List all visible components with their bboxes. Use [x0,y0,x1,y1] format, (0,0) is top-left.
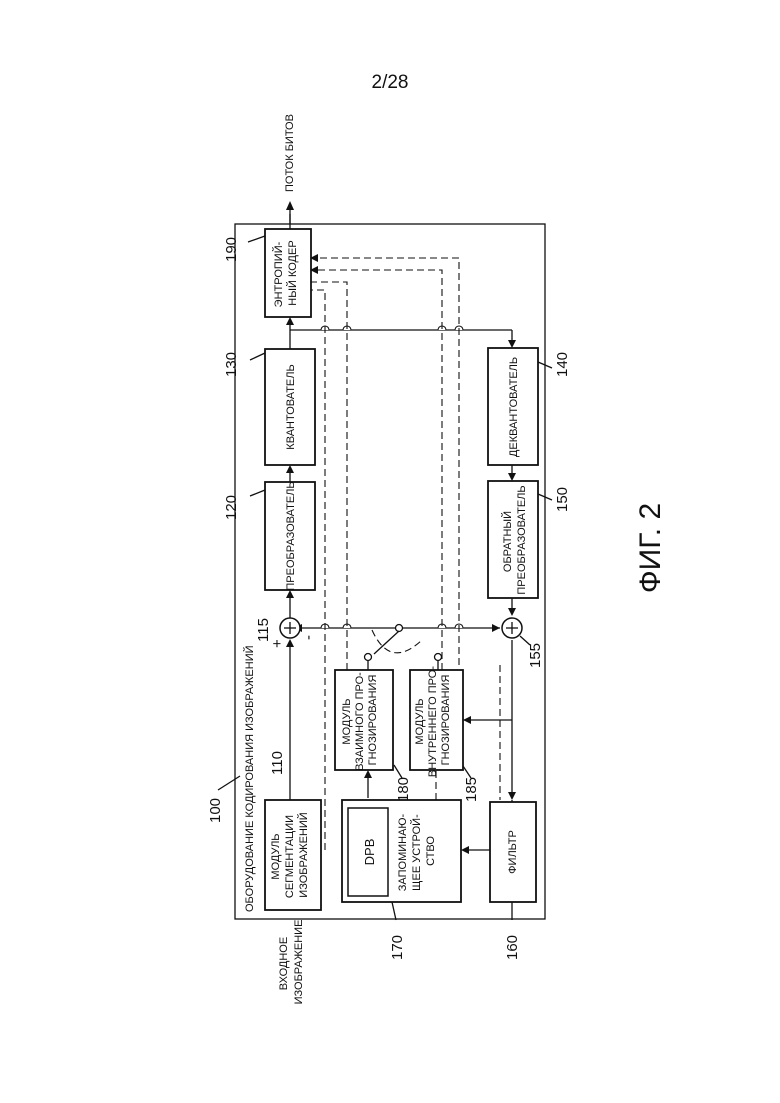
memory-block: DPB ЗАПОМИНАЮ- ЩЕЕ УСТРОЙ- СТВО 170 [342,800,461,960]
outer-box-title: ОБОРУДОВАНИЕ КОДИРОВАНИЯ ИЗОБРАЖЕНИЙ [243,645,256,912]
ref-160: 160 [504,935,521,960]
svg-text:КВАНТОВАТЕЛЬ: КВАНТОВАТЕЛЬ [285,364,297,449]
ref-110: 110 [269,751,286,775]
ref-140: 140 [554,352,571,377]
ref-170: 170 [389,935,406,960]
dequantizer-block: ДЕКВАНТОВАТЕЛЬ 140 [488,348,571,465]
transformer-block: ПРЕОБРАЗОВАТЕЛЬ 120 [223,481,315,590]
ref-180: 180 [395,777,412,802]
figure-caption: ФИГ. 2 [634,503,667,593]
filter-block: ФИЛЬТР 160 [490,802,536,960]
ref-190: 190 [223,237,240,262]
svg-text:ФИЛЬТР: ФИЛЬТР [507,830,519,874]
inter-prediction-block: МОДУЛЬ ВЗАИМНОГО ПРО- ГНОЗИРОВАНИЯ 180 [335,669,412,802]
subtractor-minus: - [300,635,317,640]
ref-115: 115 [255,618,272,642]
control-signal-lines [299,254,500,850]
inverse-transformer-block: ОБРАТНЫЙ ПРЕОБРАЗОВАТЕЛЬ 150 [488,481,571,598]
svg-text:ДЕКВАНТОВАТЕЛЬ: ДЕКВАНТОВАТЕЛЬ [508,357,520,457]
ref-120: 120 [223,495,240,520]
subtractor-115: + - 115 [255,618,317,648]
ref-185: 185 [463,777,480,802]
ref-155: 155 [527,643,544,668]
bitstream-label: ПОТОК БИТОВ [284,114,296,192]
segmentation-block: МОДУЛЬ СЕГМЕНТАЦИИ ИЗОБРАЖЕНИЙ 110 [265,751,321,910]
ref-150: 150 [554,487,571,512]
quantizer-to-dequantizer-path [290,326,516,800]
ref-100: 100 [207,798,224,823]
input-image-label: ВХОДНОЕ ИЗОБРАЖЕНИЕ [278,920,305,1005]
leader-100 [218,776,240,790]
intra-prediction-block: МОДУЛЬ ВНУТРЕННЕГО ПРО- ГНОЗИРОВАНИЯ 185 [410,663,480,802]
dpb-label: DPB [362,839,377,866]
svg-text:ПРЕОБРАЗОВАТЕЛЬ: ПРЕОБРАЗОВАТЕЛЬ [285,481,297,590]
entropy-coder-block: ЭНТРОПИЙ- НЫЙ КОДЕР 190 [223,229,311,317]
page-number: 2/28 [372,72,409,93]
adder-155: 155 [502,618,544,668]
quantizer-block: КВАНТОВАТЕЛЬ 130 [223,349,315,465]
svg-text:ВХОДНОЕ ИЗОБРАЖЕНИЕ: ВХОДНОЕ ИЗОБРАЖЕНИЕ [278,920,305,1005]
ref-130: 130 [223,352,240,377]
